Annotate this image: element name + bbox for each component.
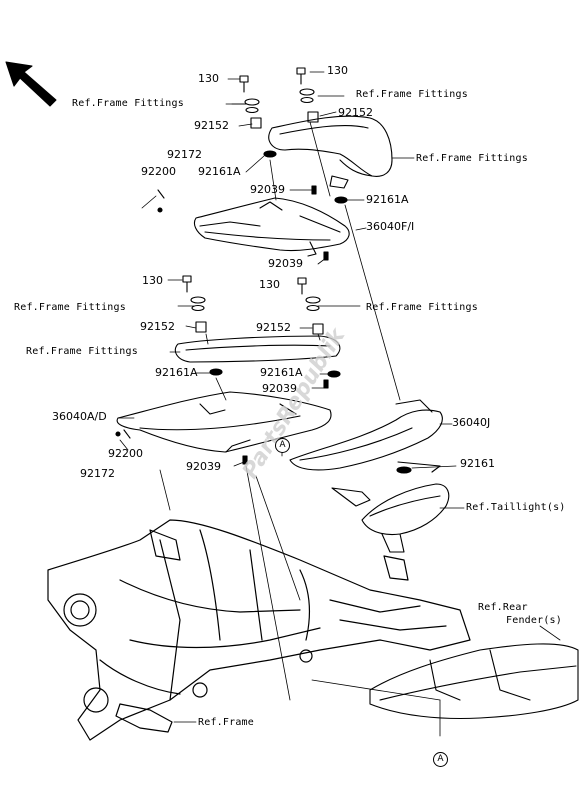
motorcycle-frame <box>47 519 471 741</box>
fasteners <box>115 67 412 474</box>
ref-frame-fittings: Ref.Frame Fittings <box>366 302 478 313</box>
label-92039: 92039 <box>186 460 221 473</box>
ref-frame-fittings: Ref.Frame Fittings <box>356 89 468 100</box>
label-92200: 92200 <box>108 447 143 460</box>
ref-taillight: Ref.Taillight(s) <box>466 502 566 513</box>
label-36040FI: 36040F/I <box>366 220 415 233</box>
label-92200: 92200 <box>141 165 176 178</box>
rear-fender <box>369 643 579 720</box>
label-92161A: 92161A <box>260 366 303 379</box>
lower-side-cover <box>116 391 332 453</box>
callout-a: A <box>433 752 448 767</box>
ref-frame-fittings: Ref.Frame Fittings <box>72 98 184 109</box>
label-92152: 92152 <box>338 106 373 119</box>
callout-a: A <box>275 438 290 453</box>
label-92161A: 92161A <box>198 165 241 178</box>
label-92161: 92161 <box>460 457 495 470</box>
rear-grab-rail <box>289 399 443 471</box>
ref-frame-fittings: Ref.Frame Fittings <box>26 346 138 357</box>
ref-frame-fittings: Ref.Frame Fittings <box>416 153 528 164</box>
ref-rear-fender: Ref.Rear <box>478 602 528 613</box>
label-92152: 92152 <box>140 320 175 333</box>
label-92172: 92172 <box>80 467 115 480</box>
ref-rear-fender: Fender(s) <box>506 615 562 626</box>
label-36040AD: 36040A/D <box>52 410 107 423</box>
label-130: 130 <box>259 278 280 291</box>
label-36040J: 36040J <box>452 416 491 429</box>
ref-frame-fittings: Ref.Frame Fittings <box>14 302 126 313</box>
label-92152: 92152 <box>256 321 291 334</box>
label-92039: 92039 <box>268 257 303 270</box>
label-130: 130 <box>142 274 163 287</box>
ref-frame: Ref.Frame <box>198 717 254 728</box>
middle-grab-rail <box>174 335 341 363</box>
label-92039: 92039 <box>262 382 297 395</box>
label-130: 130 <box>198 72 219 85</box>
taillight-assembly <box>331 461 450 553</box>
label-92152: 92152 <box>194 119 229 132</box>
front-direction-arrow-icon <box>5 61 57 107</box>
label-92039: 92039 <box>250 183 285 196</box>
upper-side-cover <box>193 197 350 257</box>
label-92161A: 92161A <box>155 366 198 379</box>
upper-grab-rail <box>268 115 393 189</box>
label-130: 130 <box>327 64 348 77</box>
label-92172: 92172 <box>167 148 202 161</box>
label-92161A: 92161A <box>366 193 409 206</box>
leader-lines <box>117 71 561 737</box>
